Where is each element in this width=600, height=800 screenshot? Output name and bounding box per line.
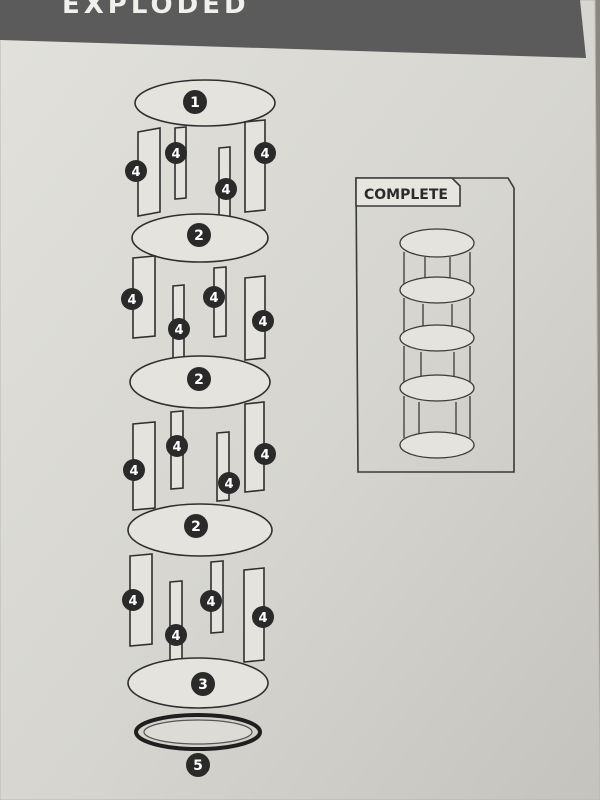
- badge-panel: 4: [165, 624, 187, 646]
- badge-shelf-2: 2: [187, 223, 211, 247]
- badge-panel: 4: [203, 286, 225, 308]
- badge-label: 4: [172, 440, 181, 455]
- rotating-base: [134, 713, 262, 751]
- complete-tower: [399, 228, 475, 459]
- badge-label: 4: [128, 594, 137, 609]
- badge-label: 4: [260, 147, 269, 162]
- badge-label: 4: [258, 315, 267, 330]
- badge-label: 4: [171, 147, 180, 162]
- badge-panel: 4: [122, 589, 144, 611]
- badge-label: 1: [190, 95, 200, 111]
- badge-panel: 4: [254, 443, 276, 465]
- panel: [132, 255, 156, 339]
- panel: [244, 119, 266, 213]
- badge-label: 4: [224, 477, 233, 492]
- badge-panel: 4: [252, 606, 274, 628]
- panel: [244, 401, 265, 493]
- badge-label: 4: [171, 629, 180, 644]
- header-title: EXPLODED: [62, 0, 250, 20]
- badge-panel: 4: [165, 142, 187, 164]
- badge-panel: 4: [166, 435, 188, 457]
- badge-label: 4: [209, 291, 218, 306]
- badge-shelf-3: 3: [191, 672, 215, 696]
- badge-panel: 4: [121, 288, 143, 310]
- badge-panel: 4: [168, 318, 190, 340]
- badge-label: 5: [193, 758, 203, 774]
- badge-label: 2: [194, 228, 204, 244]
- badge-panel: 4: [252, 310, 274, 332]
- complete-box: COMPLETE: [355, 177, 515, 473]
- badge-panel: 4: [215, 178, 237, 200]
- callout-badges: 1 4 4 4 4 2 4 4: [121, 90, 276, 777]
- badge-panel: 4: [200, 590, 222, 612]
- header-band: [0, 0, 586, 58]
- badge-label: 4: [174, 323, 183, 338]
- panel: [169, 580, 183, 666]
- badge-label: 4: [206, 595, 215, 610]
- badge-label: 4: [131, 165, 140, 180]
- badge-shelf-2: 2: [184, 514, 208, 538]
- badge-panel: 4: [123, 459, 145, 481]
- badge-label: 2: [191, 519, 201, 535]
- badge-panel: 4: [254, 142, 276, 164]
- panel: [137, 127, 161, 217]
- badge-panel: 4: [218, 472, 240, 494]
- badge-label: 4: [221, 183, 230, 198]
- badge-label: 2: [194, 372, 204, 388]
- badge-label: 4: [129, 464, 138, 479]
- badge-label: 4: [260, 448, 269, 463]
- badge-label: 4: [127, 293, 136, 308]
- badge-panel: 4: [125, 160, 147, 182]
- badge-label: 4: [258, 611, 267, 626]
- badge-rotating-base: 5: [186, 753, 210, 777]
- badge-label: 3: [198, 677, 208, 693]
- badge-shelf-2: 2: [187, 367, 211, 391]
- complete-label: COMPLETE: [364, 187, 448, 203]
- badge-shelf-1: 1: [183, 90, 207, 114]
